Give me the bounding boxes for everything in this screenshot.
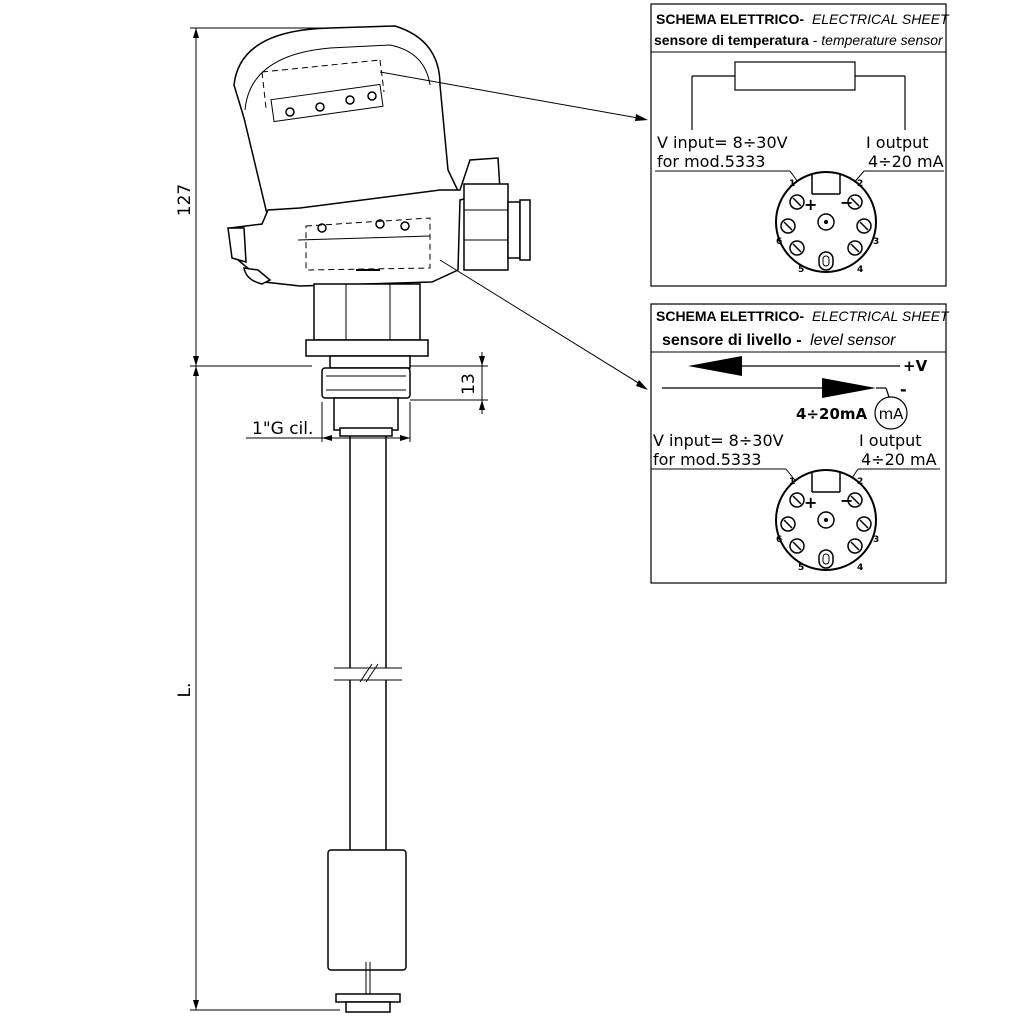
housing-base [227, 157, 501, 287]
cable-gland [463, 183, 531, 271]
v-input-model: for mod.5333 [657, 152, 765, 171]
panel-subtitle-en: temperature sensor [821, 32, 944, 48]
instrument-drawing [190, 25, 648, 1013]
current-label: 4÷20mA [796, 405, 868, 423]
panel-subtitle-en: level sensor [810, 332, 896, 349]
svg-text:sensore di temperatura: sensore di temperatura - temperature sen… [654, 32, 944, 48]
terminal-number: 3 [873, 237, 879, 247]
neck [305, 283, 429, 369]
terminal-number: 3 [873, 535, 879, 545]
ammeter-label: mA [879, 405, 905, 423]
ammeter-symbol [874, 396, 908, 430]
panel-subtitle-it: sensore di livello - [662, 332, 802, 349]
i-output-label: I output [859, 431, 922, 450]
panel-title-en: ELECTRICAL SHEET [812, 308, 950, 324]
terminal-number: 1 [789, 477, 795, 487]
i-output-label: I output [866, 133, 929, 152]
terminal-number: 1 [789, 179, 795, 189]
i-output-range: 4÷20 mA [861, 450, 937, 469]
svg-text:SCHEMA ELETTRICO- ELECTR: SCHEMA ELETTRICO- ELECTRICAL SHEET [656, 308, 950, 324]
v-input-label: V input= 8÷30V [657, 133, 788, 152]
terminal-minus: − [840, 491, 853, 510]
panel-title-it: SCHEMA ELETTRICO- [656, 11, 804, 27]
terminal-number: 6 [776, 535, 782, 545]
level-sensor-panel: SCHEMA ELETTRICO- ELECTRICAL SHEET senso… [650, 303, 950, 584]
terminal-number: 2 [857, 477, 863, 487]
threaded-fitting [321, 367, 411, 431]
terminal-plus: + [804, 195, 817, 214]
terminal-number: 5 [798, 265, 804, 275]
dimension-127: 127 [175, 184, 195, 216]
dimension-length: L. [175, 683, 195, 698]
dimension-thread: 1"G cil. [252, 419, 313, 439]
minus-label: - [900, 380, 907, 399]
stem [334, 436, 402, 850]
panel-subtitle-sep: - [813, 32, 822, 48]
temperature-sensor-panel: SCHEMA ELETTRICO- ELECTRICAL SHEET senso… [650, 3, 950, 287]
supply-arrow [688, 356, 900, 376]
terminal-number: 4 [857, 563, 863, 573]
sensor-resistor [691, 61, 906, 130]
panel-subtitle-it: sensore di temperatura [654, 32, 809, 48]
terminal-number: 2 [857, 179, 863, 189]
svg-text:SCHEMA ELETTRICO- ELECTR: SCHEMA ELETTRICO- ELECTRICAL SHEET [656, 11, 950, 27]
housing-cover [233, 25, 462, 219]
v-input-model: for mod.5333 [653, 450, 761, 469]
svg-text:sensore di livello - lev: sensore di livello - level sensor [662, 332, 896, 349]
terminal-plus: + [804, 493, 817, 512]
plus-v-label: +V [903, 357, 928, 375]
dimension-13: 13 [459, 373, 479, 395]
terminal-minus: − [840, 193, 853, 212]
panel-title-it: SCHEMA ELETTRICO- [656, 308, 804, 324]
terminal-number: 5 [798, 563, 804, 573]
terminal-number: 6 [776, 237, 782, 247]
terminal-number: 4 [857, 265, 863, 275]
i-output-range: 4÷20 mA [868, 152, 944, 171]
v-input-label: V input= 8÷30V [653, 431, 784, 450]
float [327, 849, 407, 1013]
panel-title-en: ELECTRICAL SHEET [812, 11, 950, 27]
